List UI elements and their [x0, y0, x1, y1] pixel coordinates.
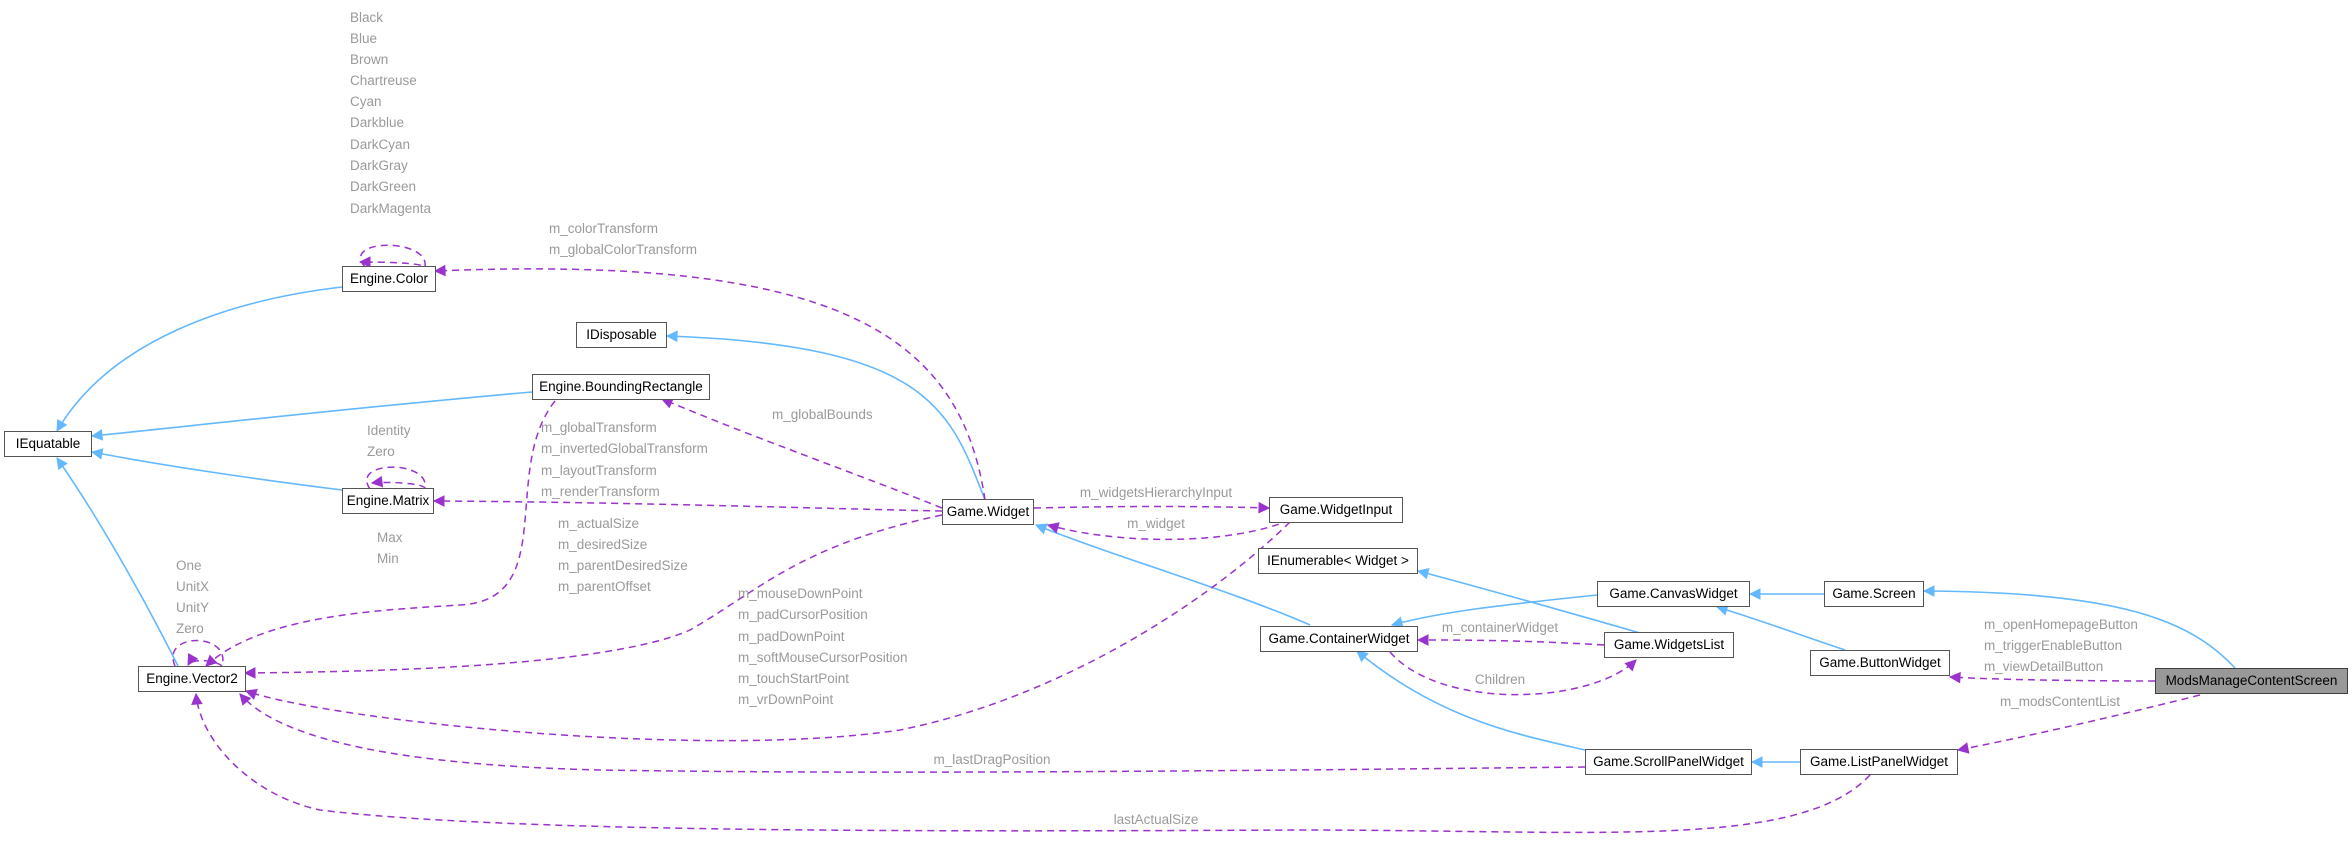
label-color-darkmagenta: DarkMagenta	[350, 201, 432, 216]
node-game-widget[interactable]: Game.Widget	[942, 499, 1034, 525]
edge-canvaswidget-inherits-containerwidget	[1392, 594, 1598, 625]
label-render-transform: m_renderTransform	[541, 484, 660, 499]
node-engine-vector2[interactable]: Engine.Vector2	[138, 666, 246, 692]
label-touch-start-point: m_touchStartPoint	[738, 671, 850, 686]
label-parent-desired-size: m_parentDesiredSize	[558, 558, 688, 573]
label-color-black: Black	[350, 10, 384, 25]
label-color-darkgreen: DarkGreen	[350, 179, 417, 194]
node-game-screen[interactable]: Game.Screen	[1824, 581, 1924, 607]
label-color-cyan: Cyan	[350, 94, 382, 109]
label-vector-min: Min	[377, 551, 399, 566]
edge-containerwidget-inherits-widget	[1036, 525, 1311, 626]
label-global-color-transform: m_globalColorTransform	[549, 242, 698, 257]
label-soft-mouse-cursor-position: m_softMouseCursorPosition	[738, 650, 908, 665]
label-desired-size: m_desiredSize	[558, 537, 648, 552]
node-idisposable[interactable]: IDisposable	[576, 322, 667, 348]
label-vector-max: Max	[377, 530, 403, 545]
label-global-bounds: m_globalBounds	[772, 407, 873, 422]
label-container-widget: m_containerWidget	[1441, 620, 1559, 635]
edge-matrix-self	[366, 466, 426, 490]
edge-mods-uses-listpanelwidget	[1958, 694, 2201, 750]
edge-buttonwidget-inherits-canvaswidget	[1717, 607, 1846, 651]
label-actual-size: m_actualSize	[558, 516, 640, 531]
label-color-blue: Blue	[350, 31, 378, 46]
node-game-listpanelwidget[interactable]: Game.ListPanelWidget	[1800, 749, 1958, 775]
label-vector-zero: Zero	[176, 621, 204, 636]
edge-widget-inherits-idisposable	[667, 336, 986, 501]
node-game-containerwidget[interactable]: Game.ContainerWidget	[1260, 626, 1418, 652]
label-matrix-zero: Zero	[367, 444, 395, 459]
edge-widgetinput-uses-widget	[1048, 519, 1291, 541]
label-pad-cursor-position: m_padCursorPosition	[738, 607, 868, 622]
label-pad-down-point: m_padDownPoint	[738, 629, 845, 644]
label-global-transform: m_globalTransform	[541, 420, 657, 435]
label-m-widget: m_widget	[1127, 516, 1185, 531]
label-children: Children	[1474, 672, 1526, 687]
node-engine-matrix[interactable]: Engine.Matrix	[342, 488, 434, 514]
node-game-widgetinput[interactable]: Game.WidgetInput	[1269, 497, 1403, 523]
label-color-chartreuse: Chartreuse	[350, 73, 417, 88]
edge-widget-uses-widgetinput	[1033, 507, 1269, 509]
node-game-widgetslist[interactable]: Game.WidgetsList	[1604, 632, 1734, 658]
edge-containerwidget-uses-widgetslist	[1389, 651, 1636, 696]
edge-color-inherits-iequatable	[56, 286, 343, 431]
label-widgets-hierarchy-input: m_widgetsHierarchyInput	[1079, 485, 1233, 500]
edge-mods-uses-buttonwidget	[1950, 677, 2156, 681]
edge-mods-inherits-screen	[1924, 591, 2236, 669]
edge-widgetslist-inherits-ienumerable	[1418, 571, 1641, 634]
label-open-homepage-button: m_openHomepageButton	[1984, 617, 2138, 632]
label-mods-content-list: m_modsContentList	[2000, 694, 2121, 709]
label-mouse-down-point: m_mouseDownPoint	[738, 586, 863, 601]
edge-matrix-inherits-iequatable	[92, 452, 343, 491]
edge-widgetinput-uses-vector2	[246, 521, 1291, 742]
edge-widget-uses-matrix	[434, 501, 943, 512]
node-engine-boundingrectangle[interactable]: Engine.BoundingRectangle	[532, 374, 710, 400]
edge-boundingrect-uses-vector2	[206, 400, 556, 666]
node-ienumerable-widget[interactable]: IEnumerable< Widget >	[1258, 548, 1418, 574]
edge-widgetslist-uses-containerwidget	[1418, 640, 1605, 645]
label-vector-one: One	[176, 558, 202, 573]
label-last-actual-size: lastActualSize	[1113, 812, 1199, 827]
label-color-darkblue: Darkblue	[350, 115, 405, 130]
label-color-darkcyan: DarkCyan	[350, 137, 411, 152]
edge-vector2-inherits-iequatable	[56, 458, 179, 667]
node-game-canvaswidget[interactable]: Game.CanvasWidget	[1597, 581, 1750, 607]
label-inverted-global-transform: m_invertedGlobalTransform	[541, 441, 708, 456]
edge-listpanel-uses-vector2	[196, 694, 1871, 834]
node-iequatable[interactable]: IEquatable	[4, 431, 92, 457]
label-vector-unity: UnitY	[176, 600, 210, 615]
node-game-scrollpanelwidget[interactable]: Game.ScrollPanelWidget	[1585, 749, 1752, 775]
label-layout-transform: m_layoutTransform	[541, 463, 657, 478]
edge-scrollpanel-uses-vector2	[240, 694, 1586, 773]
label-vr-down-point: m_vrDownPoint	[738, 692, 834, 707]
edge-vector2-self	[172, 639, 224, 668]
label-color-brown: Brown	[350, 52, 389, 67]
edge-color-self	[360, 244, 426, 269]
label-vector-unitx: UnitX	[176, 579, 210, 594]
node-mods-manage-content-screen: ModsManageContentScreen	[2155, 668, 2348, 694]
label-color-darkgray: DarkGray	[350, 158, 408, 173]
label-last-drag-position: m_lastDragPosition	[933, 752, 1051, 767]
edge-boundingrect-inherits-iequatable	[92, 391, 533, 436]
label-matrix-identity: Identity	[367, 423, 411, 438]
label-view-detail-button: m_viewDetailButton	[1984, 659, 2104, 674]
edge-widget-uses-color	[435, 269, 986, 501]
label-trigger-enable-button: m_triggerEnableButton	[1984, 638, 2123, 653]
label-color-transform: m_colorTransform	[549, 221, 659, 236]
edge-widget-uses-vector2-sizes	[245, 514, 943, 673]
node-engine-color[interactable]: Engine.Color	[342, 266, 436, 292]
edge-scrollpanel-inherits-containerwidget	[1357, 651, 1586, 751]
label-parent-offset: m_parentOffset	[558, 579, 651, 594]
node-game-buttonwidget[interactable]: Game.ButtonWidget	[1810, 650, 1950, 676]
